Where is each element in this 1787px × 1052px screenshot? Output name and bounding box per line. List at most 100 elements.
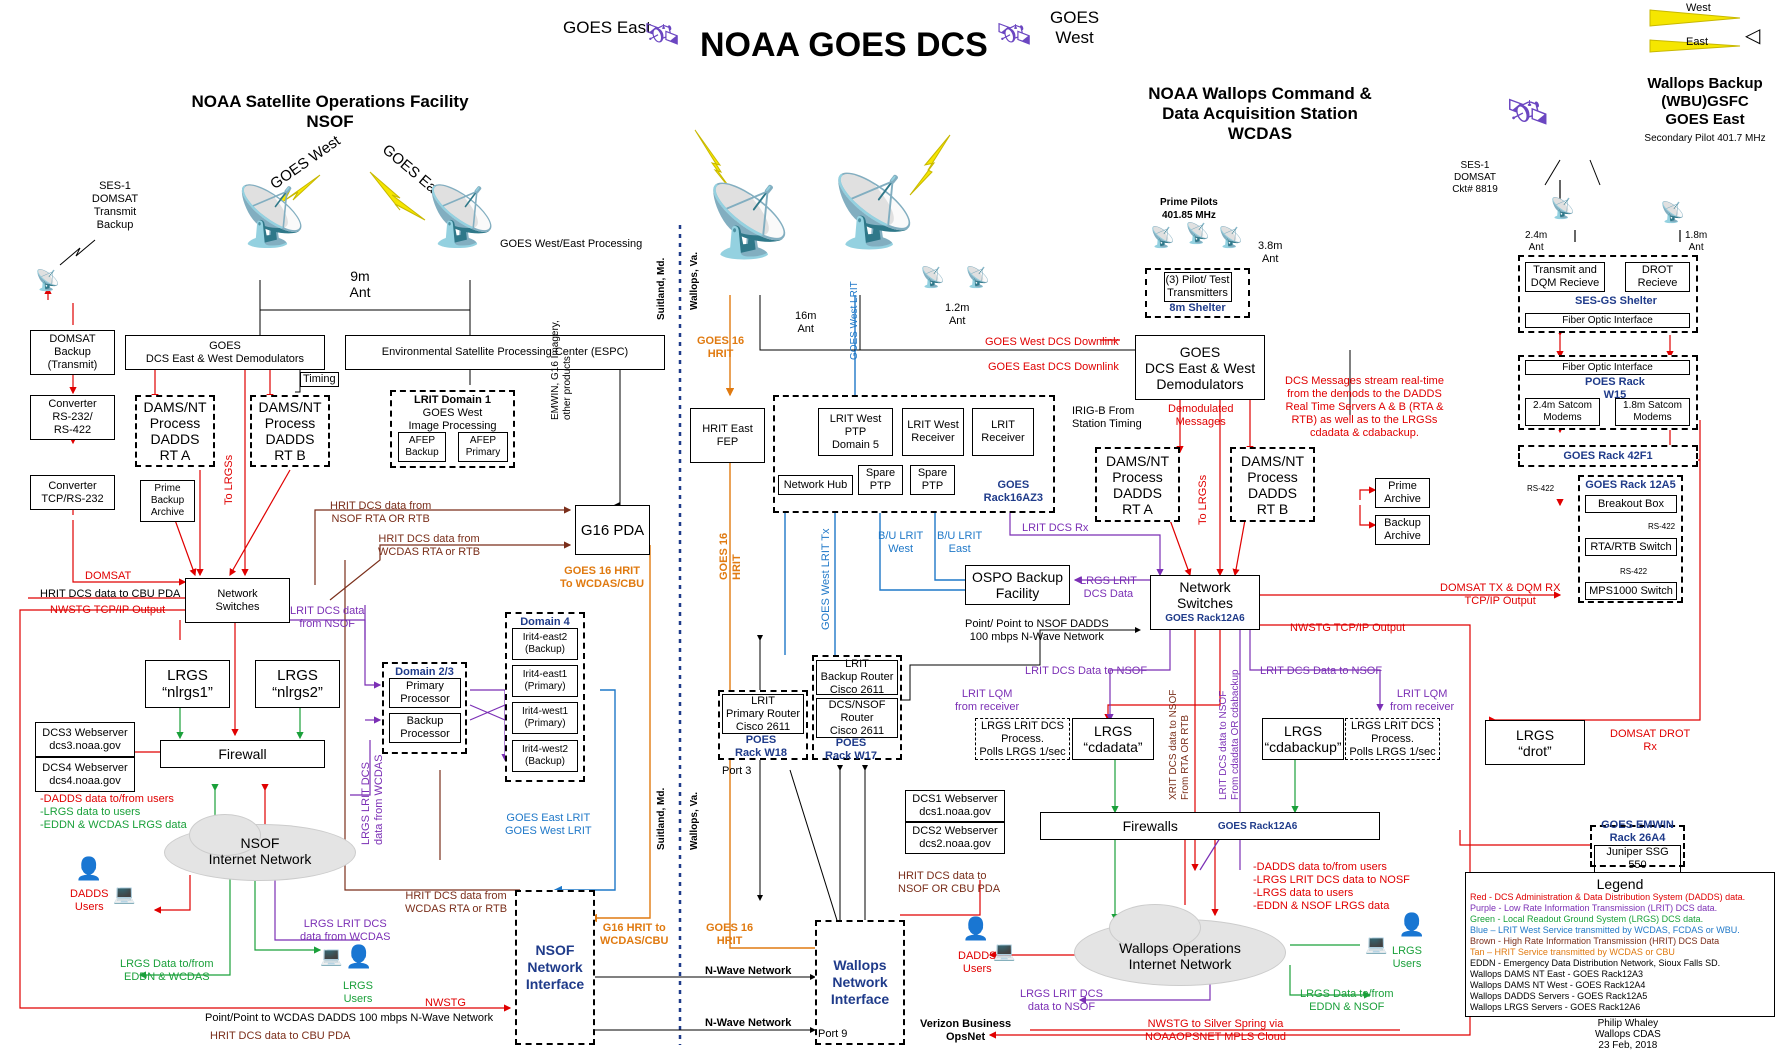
afep-backup-box: AFEP Backup — [398, 432, 446, 462]
goes16-hrit-to-wcdas-label: GOES 16 HRIT To WCDAS/CBU — [560, 565, 645, 590]
wcdas-demodulators-box: GOES DCS East & West Demodulators — [1135, 335, 1265, 400]
suitland-label-2: Suitland, Md. — [656, 787, 667, 850]
computer-icon: 💻 — [1365, 934, 1388, 954]
ant-3.8m-label: 3.8m Ant — [1258, 240, 1283, 265]
author-credit: Philip Whaley Wallops CDAS 23 Feb, 2018 — [1595, 1018, 1661, 1051]
lrgs-nlrgs1-box: LRGS “nlrgs1” — [145, 660, 230, 708]
goes-rack-42f1: GOES Rack 42F1 — [1518, 445, 1698, 467]
mps1000-switch-box: MPS1000 Switch — [1585, 582, 1677, 600]
computer-icon: 💻 — [113, 884, 136, 904]
nsof-note-eddn: -EDDN & WCDAS LRGS data — [40, 819, 187, 831]
lrit-lqm-label-1: LRIT LQM from receiver — [955, 688, 1020, 713]
rta-rtb-switch-box: RTA/RTB Switch — [1585, 538, 1677, 556]
lrgs-lrit-from-wcdas-label: LRGS LRIT DCS data from WCDAS — [300, 918, 391, 943]
backup-processor-box: Backup Processor — [389, 713, 461, 743]
8m-shelter-box: (3) Pilot/ Test Transmitters 8m Shelter — [1145, 268, 1250, 318]
lrit-west-receiver-box: LRIT West Receiver — [902, 408, 964, 456]
legend-line: Green - Local Readout Ground System (LRG… — [1470, 914, 1704, 924]
nsof-network-interface-box: NSOF Network Interface — [515, 890, 595, 1045]
nwave-label-2: N-Wave Network — [705, 1017, 792, 1029]
prime-backup-archive-box: Prime Backup Archive — [140, 480, 195, 522]
lrgs-cdabackup-box: LRGS “cdabackup” — [1262, 718, 1344, 760]
nsof-firewall-box: Firewall — [160, 740, 325, 768]
wbu-east-label: East — [1686, 36, 1709, 48]
modem-2.4m-box: 2.4m Satcom Modems — [1525, 398, 1600, 426]
computer-icon: 💻 — [993, 941, 1016, 961]
lrit-dcs-from-nsof-label: LRIT DCS data from NSOF — [290, 605, 365, 630]
dcs3-webserver-box: DCS3 Webserver dcs3.noaa.gov — [35, 722, 135, 757]
lrit-receiver-box: LRIT Receiver — [972, 408, 1034, 456]
dish-antenna-icon: 📡 — [830, 172, 918, 250]
hrit-cbu-label-2: HRIT DCS data to CBU PDA — [210, 1030, 351, 1042]
processing-label: GOES West/East Processing — [500, 238, 643, 250]
user-icon: 👤 — [1398, 912, 1426, 937]
nwstg-silver-spring-label: NWSTG to Silver Spring via NOAAOPSNET MP… — [1145, 1018, 1287, 1043]
nwave-label-1: N-Wave Network — [705, 965, 792, 977]
lrit-label: LRIT DCS data to NSOF From cdadata OR cd… — [1218, 669, 1241, 800]
verizon-label: Verizon Business OpsNet — [920, 1018, 1012, 1043]
rs422-label-c: RS-422 — [1620, 567, 1648, 576]
lrit-dcs-to-nsof-label-1: LRIT DCS Data to NSOF — [1025, 665, 1148, 677]
ant-2.4m-label: 2.4m Ant — [1525, 230, 1548, 253]
spare-ptp-box-1: Spare PTP — [858, 465, 903, 495]
hrit-from-wcdas-label-2: HRIT DCS data from WCDAS RTA or RTB — [405, 890, 508, 915]
user-icon: 👤 — [962, 916, 990, 941]
wallops-label: Wallops, Va. — [689, 252, 700, 310]
nsof-dadds-users-label: DADDS Users — [70, 888, 109, 913]
dcs1-webserver-box: DCS1 Webserver dcs1.noaa.gov — [905, 790, 1005, 822]
rs422-label-a: RS-422 — [1527, 484, 1555, 493]
hrit-cbu-label: HRIT DCS data to CBU PDA — [40, 588, 181, 600]
nsof-heading: NOAA Satellite Operations Facility NSOF — [191, 92, 469, 131]
espc-box: Environmental Satellite Processing Cente… — [345, 335, 665, 370]
port3-label: Port 3 — [722, 765, 752, 777]
wallops-label-2: Wallops, Va. — [689, 792, 700, 850]
wbu-west-label: West — [1686, 2, 1711, 14]
afep-primary-box: AFEP Primary — [458, 432, 508, 462]
dish-antenna-icon: 📡 — [705, 182, 793, 260]
lrit-backup-router-box: LRIT Backup Router Cisco 2611 — [816, 658, 898, 696]
user-icon: 👤 — [345, 944, 373, 969]
lrgs-nlrgs2-box: LRGS “nlrgs2” — [255, 660, 340, 708]
wallops-internet-cloud-puff — [1110, 905, 1200, 950]
primary-processor-box: Primary Processor — [389, 678, 461, 708]
wcdas-heading: NOAA Wallops Command & Data Acquisition … — [1148, 84, 1372, 143]
dish-antenna-icon: 📡 — [35, 270, 60, 292]
irit4-east2-box: Irit4-east2 (Backup) — [512, 628, 578, 660]
lrgs-eddn-nsof-label: LRGS Data to/from EDDN & NSOF — [1300, 988, 1394, 1013]
wcdas-notes: -DADDS data to/from users -LRGS LRIT DCS… — [1253, 861, 1410, 912]
legend-line: Purple - Low Rate Information Transmissi… — [1470, 903, 1718, 913]
nsof-note-dadds: -DADDS data to/from users — [40, 793, 174, 805]
lrit-west-ptp-box: LRIT West PTP Domain 5 — [818, 408, 893, 456]
wbu-heading: Wallops Backup (WBU)GSFC GOES East — [1647, 75, 1763, 128]
converter-rs-box: Converter RS-232/ RS-422 — [30, 395, 115, 440]
ant-1.2m-label: 1.2m Ant — [945, 302, 970, 327]
hrit-from-nsof-label: HRIT DCS data from NSOF RTA OR RTB — [330, 500, 432, 525]
domsat-tx-label: DOMSAT TX & DQM RX TCP/IP Output — [1440, 582, 1561, 607]
ses1-domsat-label: SES-1 DOMSAT Ckt# 8819 — [1452, 160, 1498, 195]
irit4-east1-box: Irit4-east1 (Primary) — [512, 665, 578, 697]
nwstg-label: NWSTG — [425, 997, 466, 1009]
legend-line: EDDN - Emergency Data Distribution Netwo… — [1470, 958, 1721, 968]
rs422-label-b: RS-422 — [1648, 522, 1676, 531]
wcdas-dadds-users-label: DADDS Users — [958, 950, 997, 975]
lrit-dcs-to-nsof-label-2: LRIT DCS Data to NSOF — [1260, 665, 1383, 677]
nsof-note-lrgs: -LRGS data to users — [40, 806, 141, 818]
prime-pilots-label: Prime Pilots 401.85 MHz — [1160, 197, 1218, 221]
goes16-hrit-label: GOES 16 HRIT — [697, 335, 745, 360]
prime-archive-box: Prime Archive — [1375, 478, 1430, 508]
goes-west-label: GOES West — [1050, 8, 1100, 47]
lrgs-lrit-process-box-1: LRGS LRIT DCS Process. Polls LRGS 1/sec — [975, 718, 1070, 760]
legend-lines: Red - DCS Administration & Data Distribu… — [1470, 892, 1745, 1013]
dish-antenna-icon: 📡 — [1660, 202, 1685, 224]
lrgs-cdadata-box: LRGS “cdadata” — [1072, 718, 1154, 760]
suitland-label: Suitland, Md. — [656, 257, 667, 320]
computer-icon: 💻 — [320, 946, 343, 966]
legend-line: Wallops DAMS NT West - GOES Rack12A4 — [1470, 980, 1646, 990]
hrit-east-fep-box: HRIT East FEP — [690, 408, 765, 463]
irit4-west1-box: Irit4-west1 (Primary) — [512, 702, 578, 734]
goes-west-downlink-label: GOES West DCS Downlink — [985, 336, 1119, 348]
